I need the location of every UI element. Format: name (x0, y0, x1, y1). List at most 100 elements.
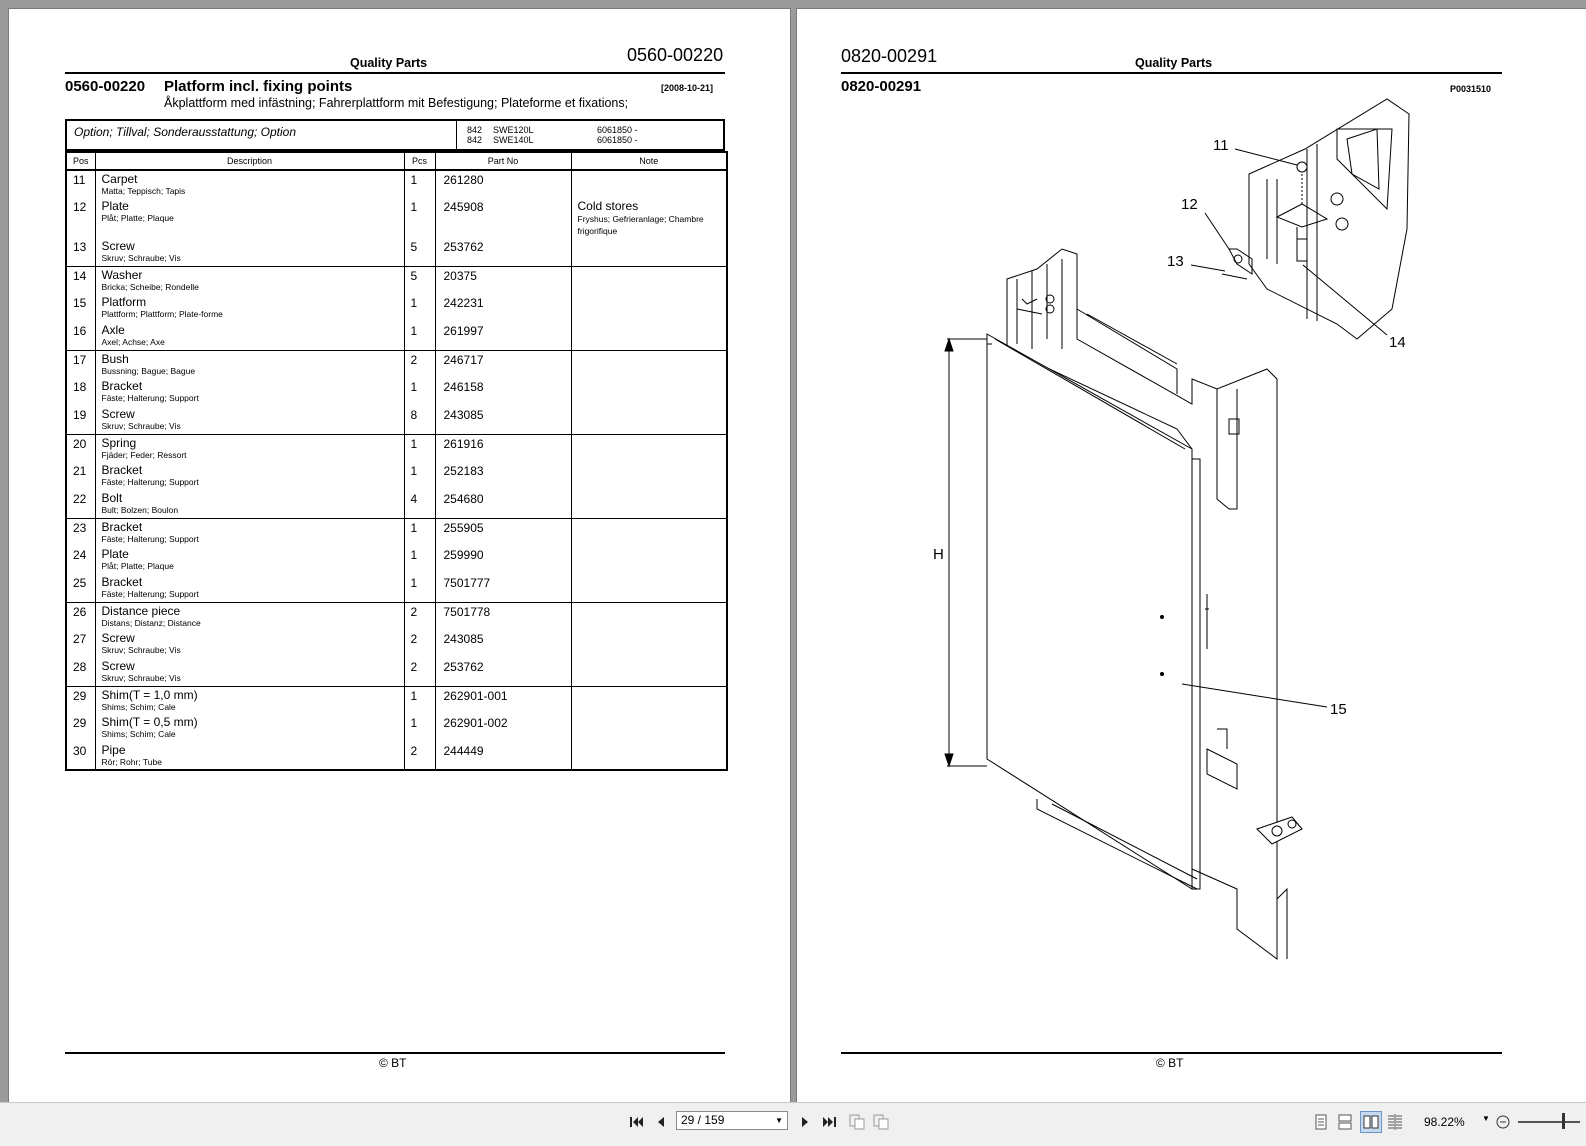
row-pos: 28 (65, 658, 96, 687)
row-pos: 20 (65, 434, 96, 462)
row-pos: 19 (65, 406, 96, 435)
row-part-no: 246717 (434, 350, 572, 378)
model-code: 842 (467, 135, 483, 145)
first-page-icon (630, 1117, 643, 1127)
row-pos: 17 (65, 350, 96, 378)
section-date: [2008-10-21] (661, 83, 714, 93)
row-note (570, 350, 728, 378)
row-part-no: 254680 (434, 490, 572, 519)
section-code: 0560-00220 (65, 78, 146, 95)
row-qty: 4 (403, 490, 436, 519)
part-name: Shim(T = 0,5 mm) (101, 715, 198, 729)
header-page-code: 0560-00220 (627, 45, 724, 65)
zoom-slider-track[interactable] (1518, 1121, 1580, 1123)
next-view-button[interactable] (872, 1113, 890, 1131)
part-name: Pipe (101, 743, 126, 757)
row-pos: 29 (65, 686, 96, 714)
section-title: Platform incl. fixing points (164, 78, 353, 95)
row-note (570, 518, 728, 546)
footer-rule (841, 1052, 1502, 1054)
last-page-button[interactable] (820, 1113, 838, 1131)
model-serial: 6061850 - (597, 135, 638, 145)
first-page-button[interactable] (628, 1113, 646, 1131)
next-page-button[interactable] (796, 1113, 814, 1131)
part-name: Bracket (101, 575, 143, 589)
row-part-no: 259990 (434, 546, 572, 574)
row-pos: 12 (65, 198, 96, 238)
part-name: Carpet (101, 172, 138, 186)
part-translations: Skruv; Schraube; Vis (101, 253, 181, 263)
row-qty: 1 (403, 518, 436, 546)
row-qty: 1 (403, 462, 436, 490)
page-dropdown-arrow-icon[interactable]: ▼ (775, 1116, 783, 1125)
part-translations: Distans; Distanz; Distance (101, 617, 201, 628)
part-name: Platform (101, 295, 147, 309)
row-qty: 1 (403, 170, 436, 198)
row-part-no: 243085 (434, 630, 572, 658)
next-view-icon (873, 1114, 889, 1130)
row-part-no: 7501777 (434, 574, 572, 603)
footer-copyright: © BT (379, 1056, 407, 1070)
part-name: Screw (101, 407, 135, 421)
note-text: Cold stores (577, 199, 639, 213)
row-qty: 2 (403, 350, 436, 378)
row-part-no: 20375 (434, 266, 572, 294)
facing-view-button[interactable] (1360, 1111, 1382, 1133)
row-note (570, 266, 728, 294)
part-name: Screw (101, 659, 135, 673)
zoom-slider-thumb[interactable] (1562, 1113, 1565, 1129)
row-qty: 1 (403, 322, 436, 351)
continuous-facing-view-button[interactable] (1386, 1113, 1404, 1131)
continuous-view-button[interactable] (1336, 1113, 1354, 1131)
previous-page-button[interactable] (652, 1113, 670, 1131)
model-code: 842 (467, 125, 483, 135)
row-qty: 1 (403, 686, 436, 714)
last-page-icon (823, 1117, 836, 1127)
row-pos: 16 (65, 322, 96, 351)
model-name: SWE120L (493, 125, 534, 135)
zoom-out-button[interactable] (1494, 1113, 1512, 1131)
row-qty: 1 (403, 574, 436, 603)
zoom-out-icon (1496, 1115, 1510, 1129)
row-pos: 24 (65, 546, 96, 574)
row-pos: 29 (65, 714, 96, 742)
part-translations: Fäste; Halterung; Support (101, 589, 199, 599)
row-qty: 8 (403, 406, 436, 435)
row-part-no: 253762 (434, 658, 572, 687)
row-note (570, 462, 728, 490)
zoom-dropdown-arrow-icon[interactable]: ▼ (1482, 1114, 1490, 1123)
part-translations: Axel; Achse; Axe (101, 337, 165, 347)
row-qty: 1 (403, 434, 436, 462)
row-part-no: 261997 (434, 322, 572, 351)
facing-pages-icon (1363, 1115, 1379, 1129)
image-reference: P0031510 (1450, 84, 1492, 94)
page-number-field[interactable]: 29 / 159 ▼ (676, 1111, 788, 1130)
continuous-facing-icon (1388, 1114, 1402, 1130)
callout-11: 11 (1213, 137, 1229, 154)
previous-view-button[interactable] (848, 1113, 866, 1131)
single-page-view-button[interactable] (1312, 1113, 1330, 1131)
row-note (570, 490, 728, 519)
viewer-toolbar: 29 / 159 ▼ 98.22% ▼ (0, 1102, 1586, 1146)
row-note (570, 630, 728, 658)
section-subtitle: Åkplattform med infästning; Fahrerplattf… (164, 96, 629, 110)
row-note (570, 170, 728, 198)
